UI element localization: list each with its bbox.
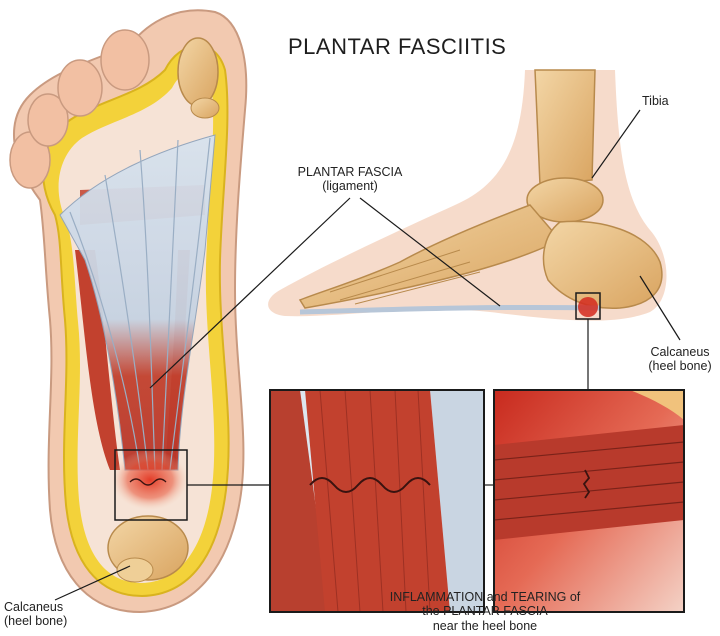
label-calcaneus-right-sub: (heel bone)	[648, 359, 712, 374]
tear-mark-large	[309, 477, 431, 493]
leader-fascia-left	[149, 197, 351, 389]
sole-muscle-left	[75, 250, 120, 470]
caption-inflammation: INFLAMMATION and TEARING of the PLANTAR …	[355, 590, 615, 633]
metatarsal-lines	[329, 249, 481, 305]
tear-mark-small	[129, 478, 167, 486]
caption-line-3: near the heel bone	[432, 618, 538, 633]
leader-calcaneus-right	[639, 275, 681, 341]
plantar-fascia-side	[299, 304, 601, 315]
big-toe-bone	[177, 37, 219, 107]
label-plantar-fascia-title: PLANTAR FASCIA	[297, 165, 403, 179]
tear-mark-side	[582, 469, 591, 499]
side-foot-view	[268, 69, 667, 321]
fascia-bands	[69, 137, 211, 471]
toe-pad-2	[100, 29, 150, 91]
leader-fascia-side	[359, 197, 501, 307]
zoom-panel-tear-frame	[269, 389, 485, 613]
midfoot-bones	[298, 204, 562, 309]
zoom-panel-side	[494, 390, 684, 612]
inflamed-heel-zone	[112, 450, 188, 510]
leader-lines	[54, 109, 681, 601]
tibia-bone	[534, 69, 596, 186]
calcaneus-right-bone	[542, 220, 663, 309]
caption-line-1: INFLAMMATION and TEARING of	[389, 590, 581, 604]
toe-pad-4	[27, 93, 69, 147]
inflammation-spot-side	[578, 297, 598, 317]
zoom-panel-tear	[270, 390, 484, 612]
label-plantar-fascia: PLANTAR FASCIA (ligament)	[290, 165, 410, 194]
leader-calcaneus-left	[54, 565, 131, 601]
label-plantar-fascia-sub: (ligament)	[322, 179, 378, 194]
calcaneus-left-tuber	[116, 557, 154, 583]
toe-pad-3	[57, 59, 103, 117]
label-calcaneus-left: Calcaneus (heel bone)	[4, 600, 67, 629]
label-calcaneus-left-sub: (heel bone)	[4, 614, 68, 629]
label-tibia: Tibia	[642, 94, 669, 108]
sesamoid-bone	[190, 97, 220, 119]
leader-tibia	[591, 109, 641, 179]
plantar-foot-view	[9, 9, 248, 614]
label-calcaneus-left-title: Calcaneus	[4, 600, 64, 614]
label-calcaneus-right-title: Calcaneus	[650, 345, 710, 359]
plantar-fascia-fan	[59, 134, 216, 471]
page-title: PLANTAR FASCIITIS	[288, 34, 507, 59]
caption-line-2: the PLANTAR FASCIA	[422, 604, 548, 619]
zoom-panel-side-frame	[493, 389, 685, 613]
label-calcaneus-right: Calcaneus (heel bone)	[640, 345, 720, 374]
